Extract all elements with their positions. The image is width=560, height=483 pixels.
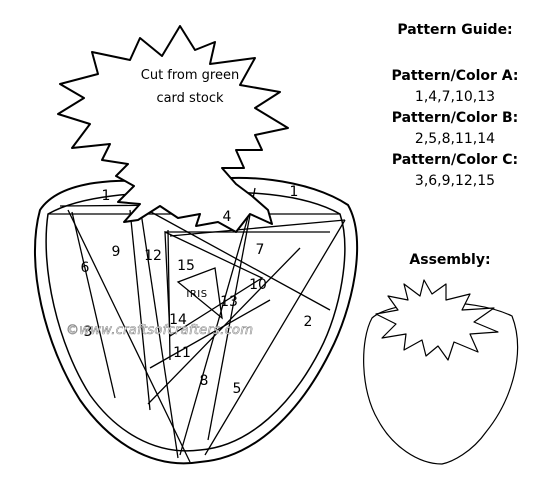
strawberry-inner-outline bbox=[45, 191, 346, 452]
iris-strip-lines bbox=[48, 187, 346, 463]
leaf-note-line2: card stock bbox=[156, 91, 224, 106]
section-number-2: 2 bbox=[304, 314, 313, 330]
section-number-5: 5 bbox=[233, 381, 242, 397]
pattern-guide: Pattern Guide: Pattern/Color A: 1,4,7,10… bbox=[370, 20, 540, 192]
assembly-strawberry bbox=[363, 279, 519, 465]
pattern-a: Pattern/Color A: 1,4,7,10,13 bbox=[370, 66, 540, 108]
pattern-guide-title: Pattern Guide: bbox=[397, 22, 513, 38]
section-number-3: 3 bbox=[84, 324, 93, 340]
pattern-c-values: 3,6,9,12,15 bbox=[414, 173, 496, 189]
section-number-15: 15 bbox=[177, 258, 195, 274]
section-number-4: 4 bbox=[223, 209, 232, 225]
strawberry-calyx bbox=[57, 25, 289, 233]
pattern-c-label: Pattern/Color C: bbox=[391, 152, 519, 168]
iris-center-triangles bbox=[164, 230, 264, 338]
section-number-8: 8 bbox=[200, 373, 209, 389]
pattern-b: Pattern/Color B: 2,5,8,11,14 bbox=[370, 108, 540, 150]
section-number-1-right: 1 bbox=[290, 184, 299, 200]
pattern-b-label: Pattern/Color B: bbox=[391, 110, 519, 126]
pattern-a-label: Pattern/Color A: bbox=[391, 68, 519, 84]
pattern-a-values: 1,4,7,10,13 bbox=[414, 89, 496, 105]
assembly-strawberry-body bbox=[363, 302, 519, 465]
section-number-9: 9 bbox=[112, 244, 121, 260]
section-number-12: 12 bbox=[144, 248, 162, 264]
leaf-note-line1: Cut from green bbox=[141, 68, 239, 83]
assembly-strawberry-calyx bbox=[375, 279, 499, 361]
section-number-6: 6 bbox=[81, 260, 90, 276]
watermark: ©www.craftsofcrafters.com bbox=[66, 323, 253, 338]
section-number-13: 13 bbox=[220, 294, 238, 310]
pattern-c: Pattern/Color C: 3,6,9,12,15 bbox=[370, 150, 540, 192]
pattern-b-values: 2,5,8,11,14 bbox=[414, 131, 496, 147]
section-number-11: 11 bbox=[173, 345, 191, 361]
section-number-10: 10 bbox=[249, 277, 267, 293]
section-number-14: 14 bbox=[169, 312, 187, 328]
assembly-title: Assembly: bbox=[400, 250, 500, 271]
iris-center-label: IRIS bbox=[186, 289, 207, 300]
section-number-7: 7 bbox=[256, 242, 265, 258]
assembly-title-text: Assembly: bbox=[409, 252, 491, 268]
section-number-1-left: 1 bbox=[102, 188, 111, 204]
